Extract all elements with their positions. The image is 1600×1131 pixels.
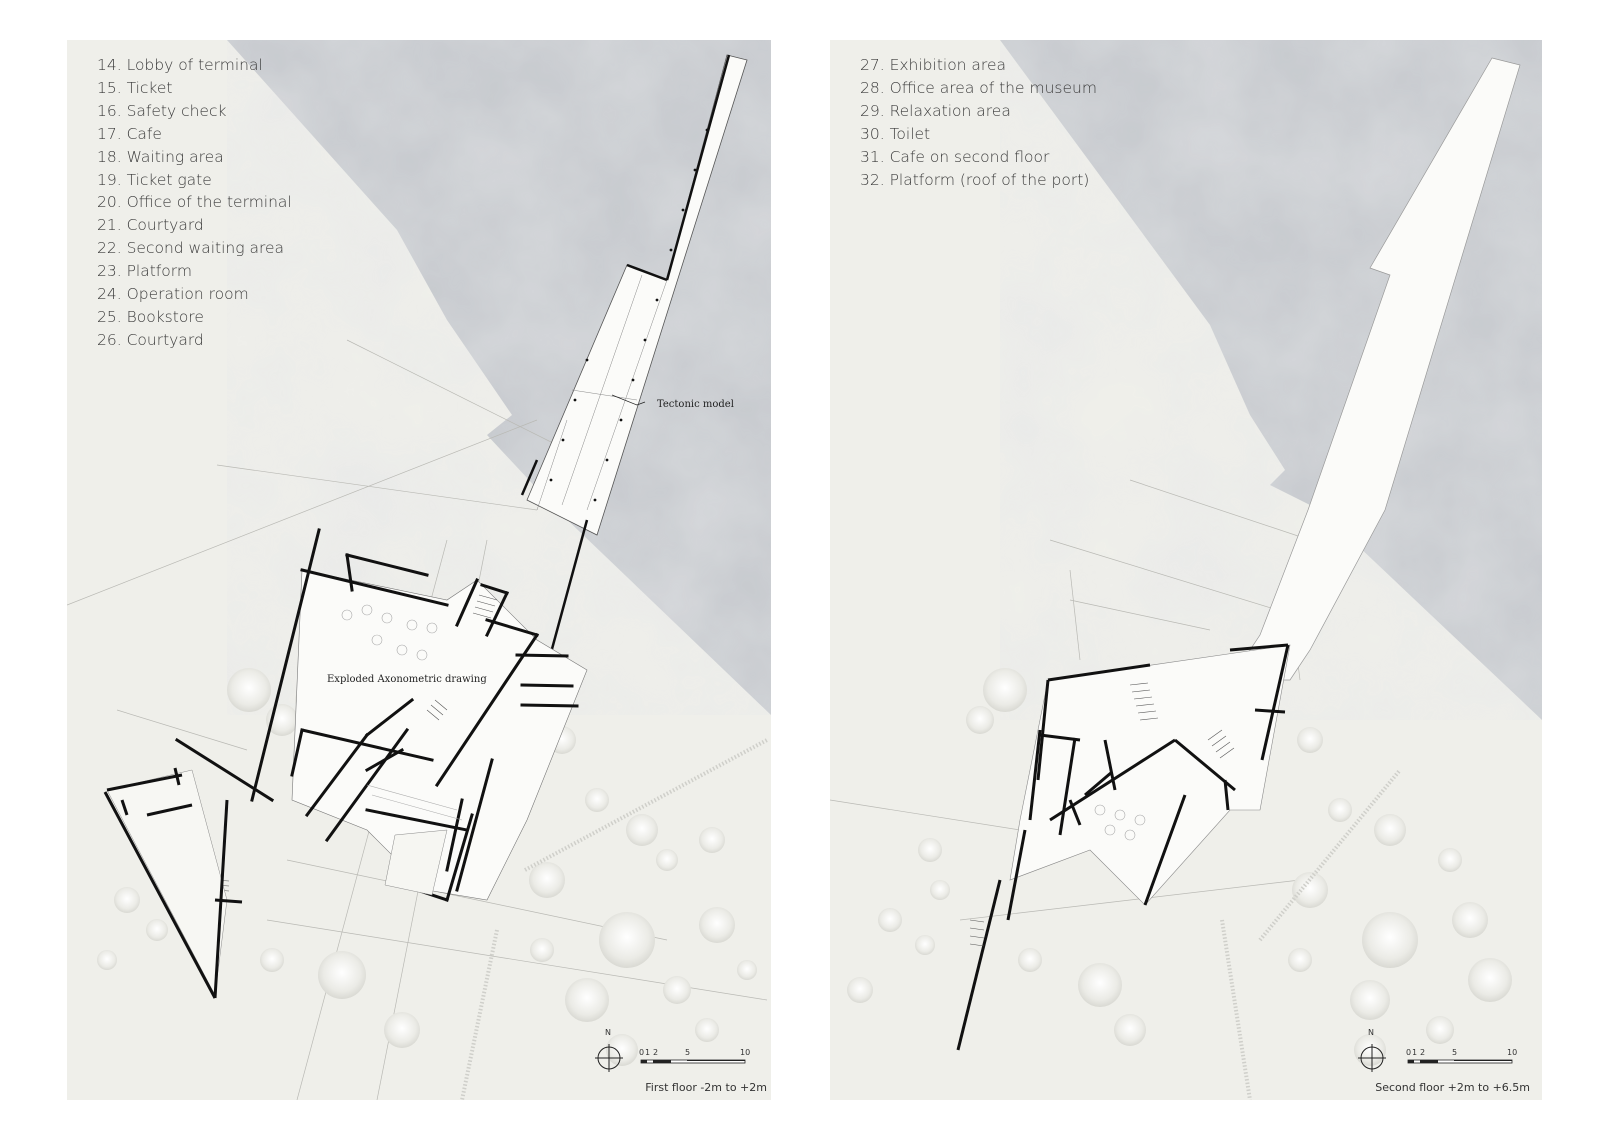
north-label: N: [1368, 1028, 1374, 1037]
legend-item: 18. Waiting area: [97, 147, 224, 166]
west-wing-floor: [106, 769, 228, 996]
legend-item: 30. Toilet: [860, 124, 931, 143]
legend-item: 25. Bookstore: [97, 307, 204, 326]
scale-tick: 1: [645, 1048, 651, 1057]
legend-item: 19. Ticket gate: [97, 170, 212, 189]
scale-tick: 10: [740, 1048, 751, 1057]
legend-item: 17. Cafe: [97, 124, 162, 143]
legend-item: 26. Courtyard: [97, 330, 204, 349]
scale-bar-group: N 0 1 2 5 10 First floor -2m to +2m: [587, 1024, 767, 1094]
floor-label: First floor -2m to +2m: [645, 1081, 767, 1094]
second-floor-plan-drawing: [830, 40, 1542, 1100]
legend-item: 24. Operation room: [97, 285, 249, 304]
tectonic-model-annotation: Tectonic model: [657, 399, 734, 410]
pier-inner-lines: [536, 274, 668, 511]
legend-item: 32. Platform (roof of the port): [860, 170, 1090, 189]
scale-bar: [1407, 1059, 1513, 1064]
scale-tick: 0: [1406, 1048, 1412, 1057]
legend-item: 14. Lobby of terminal: [97, 56, 263, 74]
west-wing-walls: [103, 767, 243, 999]
walkways: [460, 738, 768, 1100]
legend-item: 22. Second waiting area: [97, 239, 285, 258]
first-floor-plan-sheet: 14. Lobby of terminal 15. Ticket 16. Saf…: [67, 40, 771, 1100]
scale-bar-group: N 0 1 2 5 10 Second floor +2m to +6.5m: [1350, 1024, 1530, 1094]
floor-label: Second floor +2m to +6.5m: [1375, 1081, 1530, 1094]
legend-item: 28. Office area of the museum: [860, 78, 1097, 97]
scale-tick: 5: [685, 1048, 691, 1057]
legend-item: 21. Courtyard: [97, 216, 204, 235]
scale-tick: 0: [639, 1048, 645, 1057]
scale-tick: 5: [1452, 1048, 1458, 1057]
second-floor-plan-sheet: 27. Exhibition area 28. Office area of t…: [830, 40, 1542, 1100]
north-label: N: [605, 1028, 611, 1037]
north-arrow-and-scale: [595, 1044, 746, 1072]
terminal-walls: [174, 528, 579, 902]
legend-item: 20. Office of the terminal: [97, 193, 292, 212]
pier-walls: [520, 54, 731, 661]
exploded-axonometric-annotation: Exploded Axonometric drawing: [327, 674, 487, 685]
second-floor-slab: [1009, 644, 1291, 906]
scale-tick: 2: [653, 1048, 659, 1057]
stairs: [969, 682, 1235, 947]
north-arrow-and-scale: [1358, 1044, 1513, 1072]
legend-item: 31. Cafe on second floor: [860, 147, 1050, 166]
scale-bar: [640, 1059, 746, 1064]
legend-item: 29. Relaxation area: [860, 101, 1011, 120]
legend-item: 15. Ticket: [97, 78, 173, 97]
scale-tick: 2: [1420, 1048, 1426, 1057]
furniture: [341, 604, 463, 821]
scale-tick: 10: [1507, 1048, 1518, 1057]
first-floor-plan-drawing: [67, 40, 771, 1100]
scale-tick: 1: [1412, 1048, 1418, 1057]
legend-item: 27. Exhibition area: [860, 56, 1007, 74]
furniture: [1094, 804, 1146, 841]
pier-columns: [549, 128, 709, 502]
legend-item: 16. Safety check: [97, 101, 227, 120]
trees: [847, 668, 1512, 1066]
walkways: [1220, 768, 1402, 1100]
tectonic-leader: [611, 394, 646, 406]
first-floor-legend: 14. Lobby of terminal 15. Ticket 16. Saf…: [97, 54, 292, 352]
second-floor-walls: [956, 643, 1290, 1051]
courtyard: [384, 829, 448, 896]
second-floor-legend: 27. Exhibition area 28. Office area of t…: [860, 54, 1097, 191]
legend-item: 23. Platform: [97, 262, 192, 281]
